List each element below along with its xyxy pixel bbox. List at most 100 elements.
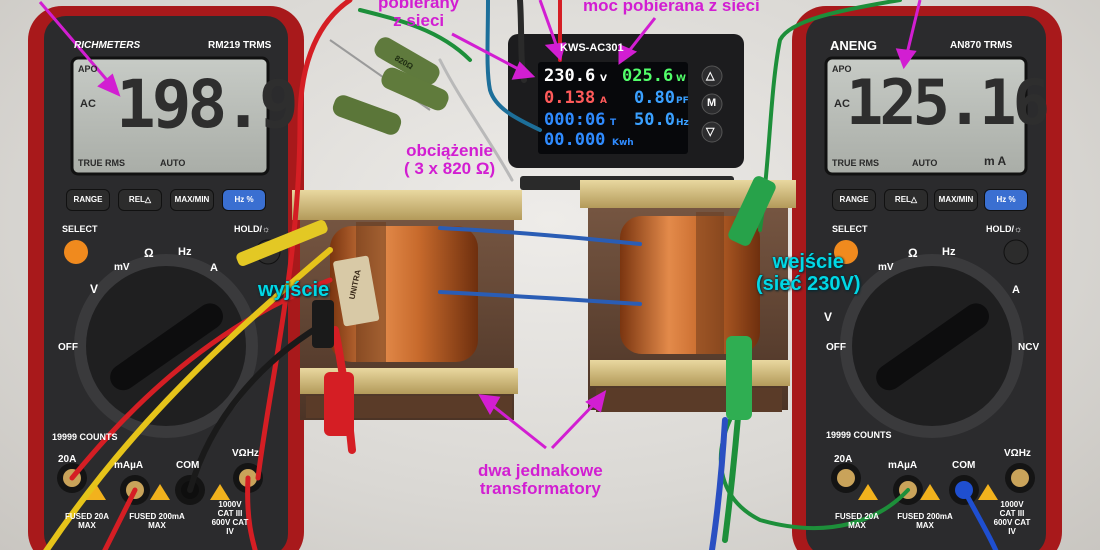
left-jacks [57,463,263,505]
wattmeter-up-button[interactable]: △ [706,70,715,82]
left-range-ohm: Ω [144,246,154,260]
black-clip [312,300,334,348]
left-jack-20a: 20A [58,454,77,465]
right-range-mv: mV [878,262,894,273]
left-maxmin-button[interactable]: MAX/MIN [170,189,214,211]
wattmeter-mode-button[interactable]: M [707,97,717,109]
right-jack-com: COM [952,460,976,471]
right-counts: 19999 COUNTS [826,430,892,440]
right-jack-v: VΩHz [1004,448,1031,459]
left-range-hz: Hz [178,246,192,258]
annotation-output: wyjście [258,279,330,301]
wattmeter-time-unit: T [610,118,617,128]
annotation-input-power-line2: z sieci [393,11,445,31]
left-hz-button[interactable]: Hz % [222,189,266,211]
annotation-input-power-line1: pobierany [378,0,460,12]
left-select-button [64,240,88,264]
yellow-clip [236,220,328,266]
left-range-mv: mV [114,262,130,273]
right-meter-reading: 125.16 [846,66,1050,139]
right-hold-button [1003,239,1029,265]
wattmeter-pf-unit: PF [676,96,689,106]
wattmeter-current-unit: A [600,96,607,106]
right-range-ncv: NCV [1018,342,1040,353]
left-jack-v: VΩHz [232,448,259,459]
right-hold-label: HOLD/☼ [986,224,1023,234]
annotation-load-line2: ( 3 x 820 Ω) [404,159,496,179]
transformer-right [580,180,796,412]
annotation-transformers: dwa jednakowe transformatory [478,461,603,499]
wattmeter-energy: 00.000 [544,130,606,150]
right-true-rms: TRUE RMS [832,158,879,168]
wattmeter-down-button[interactable]: ▽ [706,126,715,138]
annotation-transformers-line1: dwa jednakowe [478,461,603,480]
left-range-a: A [210,262,218,274]
right-jack-ma: mAµA [888,460,918,471]
wattmeter-frequency: 50.0 [634,110,675,130]
wattmeter-energy-unit: Kwh [612,138,634,148]
right-rel-button[interactable]: REL△ [884,189,928,211]
right-auto-label: AUTO [912,158,938,168]
annotation-load: obciążenie ( 3 x 820 Ω) [404,141,496,179]
right-fuse-20a: FUSED 20A MAX [834,512,879,530]
wattmeter-frequency-unit: Hz [676,118,689,128]
left-true-rms: TRUE RMS [78,158,125,168]
right-hz-button[interactable]: Hz % [984,189,1028,211]
left-jack-ma: mAµA [114,460,144,471]
right-range-ohm: Ω [908,246,918,260]
green-clip-top [728,176,776,246]
left-rel-button[interactable]: REL△ [118,189,162,211]
right-apo-label: APO [832,64,852,74]
wattmeter-voltage: 230.6 [544,66,596,86]
left-auto-label: AUTO [160,158,186,168]
right-select-label: SELECT [832,224,868,234]
wattmeter-current: 0.138 [544,88,596,108]
left-fuse-20a: FUSED 20A MAX [64,512,109,530]
green-clip-bottom [726,336,752,420]
right-range-hz: Hz [942,246,956,258]
annotation-input-line2: (sieć 230V) [756,272,861,295]
load-resistors [329,37,449,135]
left-apo-label: APO [78,64,98,74]
wattmeter-model: KWS-AC301 [560,42,624,54]
annotation-input-power: pobierany z sieci [378,0,459,31]
right-multimeter [792,6,1062,550]
right-range-off: OFF [826,342,846,353]
left-hold-label: HOLD/☼ [234,224,271,234]
wattmeter-time: 000:06 [544,110,606,130]
left-range-v: V [90,282,99,296]
right-unit-label: m A [984,154,1007,168]
left-jack-com: COM [176,460,200,471]
right-range-a: A [1012,284,1020,296]
left-range-off: OFF [58,342,78,353]
right-maxmin-button[interactable]: MAX/MIN [934,189,978,211]
right-fuse-200ma: FUSED 200mA MAX [897,512,953,530]
wattmeter-module [508,34,744,190]
left-meter-brand: RICHMETERS [74,40,141,51]
wattmeter-power-unit: W [676,74,686,84]
annotation-power-from-grid: moc pobierana z sieci [583,0,760,15]
annotation-input: wejście (sieć 230V) [756,251,861,295]
left-meter-reading: 198.9 [116,66,299,143]
test-leads [43,0,999,550]
right-ac-label: AC [834,98,850,110]
right-select-button [834,240,858,264]
left-cat-rating: 1000V CAT III 600V CAT IV [211,500,249,536]
right-meter-model: AN870 TRMS [950,40,1013,51]
right-meter-brand: ANENG [830,38,877,53]
right-cat-rating: 1000V CAT III 600V CAT IV [993,500,1031,536]
red-clip [324,372,354,436]
wattmeter-power: 025.6 [622,66,674,86]
wattmeter-pf: 0.80 [634,88,675,108]
left-range-button[interactable]: RANGE [66,189,110,211]
left-ac-label: AC [80,98,96,110]
annotation-transformers-line2: transformatory [479,479,601,499]
right-range-button[interactable]: RANGE [832,189,876,211]
annotation-arrows [38,0,922,450]
wattmeter-voltage-unit: V [600,74,607,84]
annotation-input-line1: wejście [772,251,844,273]
left-fuse-200ma: FUSED 200mA MAX [129,512,185,530]
left-counts: 19999 COUNTS [52,432,118,442]
